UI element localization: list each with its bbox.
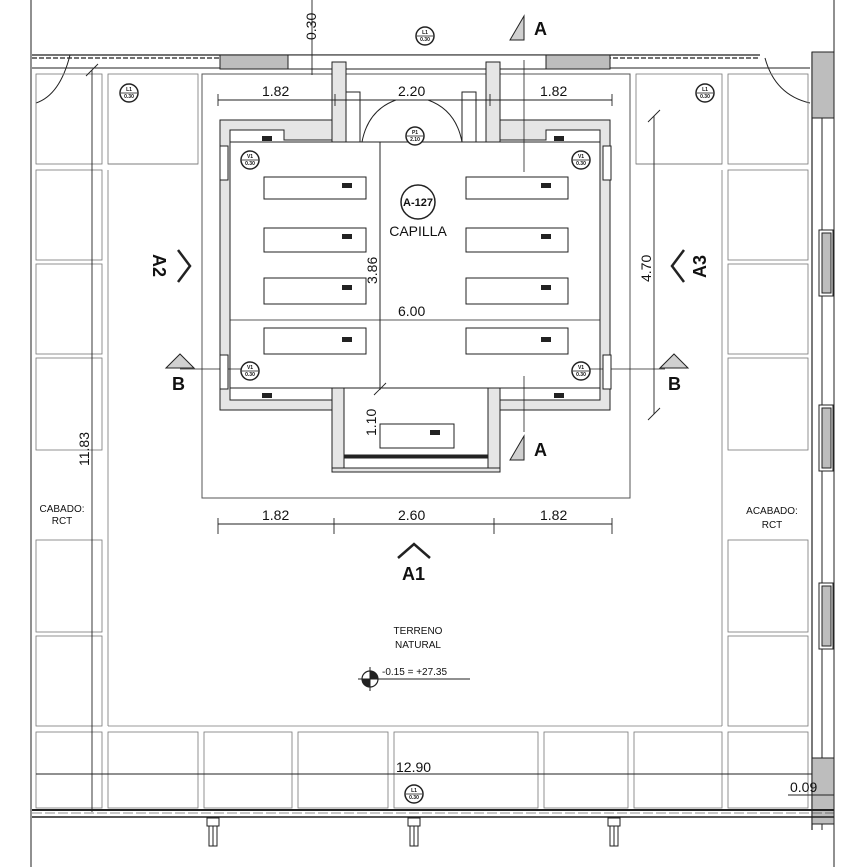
elevation-label-a1: A1 xyxy=(402,564,425,584)
detail-tag-col-br: V1 0.30 xyxy=(571,361,591,381)
detail-tag-top-left: L1 0.30 xyxy=(119,83,139,103)
elevation-marker-a2: A2 xyxy=(149,249,192,283)
svg-text:0.30: 0.30 xyxy=(576,161,586,167)
detail-tag-top-center: L1 0.30 xyxy=(415,26,435,46)
svg-text:V1: V1 xyxy=(247,154,253,160)
finish-right-line2: RCT xyxy=(762,520,783,531)
room-name: CAPILLA xyxy=(389,223,447,239)
svg-text:L1: L1 xyxy=(411,788,417,794)
svg-text:0.30: 0.30 xyxy=(245,372,255,378)
dim-height-inner: 3.86 xyxy=(364,257,380,284)
dim-top-left: 1.82 xyxy=(262,83,289,99)
dim-top-mid: 2.20 xyxy=(398,83,425,99)
pew xyxy=(465,176,569,200)
platform-outline xyxy=(201,73,631,499)
detail-tag-col-bl: V1 0.30 xyxy=(240,361,260,381)
elevation-label-a2: A2 xyxy=(149,254,169,277)
paving-grid xyxy=(35,73,809,809)
detail-tag-col-tl: V1 0.30 xyxy=(240,150,260,170)
svg-text:L1: L1 xyxy=(126,87,132,93)
terrain-level: -0.15 = +27.35 xyxy=(382,667,447,678)
svg-text:L1: L1 xyxy=(702,87,708,93)
section-label-b-left: B xyxy=(172,374,185,394)
dim-niche: 1.10 xyxy=(363,409,379,436)
detail-tag-top-right: L1 0.30 xyxy=(695,83,715,103)
pew xyxy=(263,277,367,305)
elevation-marker-a1: A1 xyxy=(397,542,431,584)
section-marker-b-left: B xyxy=(164,353,196,394)
pews xyxy=(263,176,569,449)
section-marker-a-top: A xyxy=(509,14,547,41)
right-wall xyxy=(811,51,835,830)
section-label-a-top: A xyxy=(534,19,547,39)
elevation-label-a3: A3 xyxy=(690,255,710,278)
bottom-column-markers xyxy=(206,817,621,847)
dim-width-inner: 6.00 xyxy=(398,303,425,319)
chapel-door xyxy=(344,91,488,458)
pew xyxy=(263,176,367,200)
altar xyxy=(379,423,455,449)
section-marker-a-bottom: A xyxy=(509,434,547,461)
detail-tag-door: P1 2.10 xyxy=(405,126,425,146)
svg-text:V1: V1 xyxy=(247,365,253,371)
finish-left-line1: CABADO: xyxy=(39,504,84,515)
dim-bottom-right-small: 0.09 xyxy=(790,779,817,795)
dim-total-width: 12.90 xyxy=(396,759,431,775)
bottom-wall xyxy=(32,809,834,818)
detail-tag-col-tr: V1 0.30 xyxy=(571,150,591,170)
section-marker-b-right: B xyxy=(658,353,690,394)
pew xyxy=(263,227,367,253)
elevation-marker-a3: A3 xyxy=(670,249,710,283)
room-code: A-127 xyxy=(403,197,433,209)
svg-text:0.30: 0.30 xyxy=(576,372,586,378)
level-marker-icon xyxy=(358,667,382,691)
pew-markers xyxy=(262,136,564,435)
dim-total-height: 11.83 xyxy=(76,432,92,466)
room-tag: A-127 CAPILLA xyxy=(389,184,447,239)
detail-tag-bottom-center: L1 0.30 xyxy=(404,784,424,804)
pew xyxy=(465,277,569,305)
terrain-line2: NATURAL xyxy=(395,640,441,651)
svg-text:P1: P1 xyxy=(412,130,418,136)
top-wall xyxy=(32,54,810,70)
dim-bottom-mid: 2.60 xyxy=(398,507,425,523)
terrain-line1: TERRENO xyxy=(394,626,443,637)
svg-text:0.30: 0.30 xyxy=(124,94,134,100)
dim-height-right: 4.70 xyxy=(638,255,654,282)
door-swings xyxy=(35,54,811,104)
sheet-frame xyxy=(30,0,835,867)
svg-text:0.30: 0.30 xyxy=(700,94,710,100)
svg-text:V1: V1 xyxy=(578,154,584,160)
finish-right-line1: ACABADO: xyxy=(746,506,798,517)
pew xyxy=(465,327,569,355)
svg-text:2.10: 2.10 xyxy=(410,137,420,143)
svg-text:0.30: 0.30 xyxy=(245,161,255,167)
svg-text:0.30: 0.30 xyxy=(420,37,430,43)
finish-left-line2: RCT xyxy=(52,516,73,527)
dim-top-overhang: 0.30 xyxy=(303,13,319,40)
svg-text:0.30: 0.30 xyxy=(409,795,419,801)
section-label-b-right: B xyxy=(668,374,681,394)
svg-text:V1: V1 xyxy=(578,365,584,371)
dim-bottom-right: 1.82 xyxy=(540,507,567,523)
dim-top-right: 1.82 xyxy=(540,83,567,99)
section-label-a-bottom: A xyxy=(534,440,547,460)
dim-bottom-left: 1.82 xyxy=(262,507,289,523)
dimension-lines xyxy=(36,0,834,812)
pew xyxy=(465,227,569,253)
svg-text:L1: L1 xyxy=(422,30,428,36)
side-posts xyxy=(219,145,612,390)
